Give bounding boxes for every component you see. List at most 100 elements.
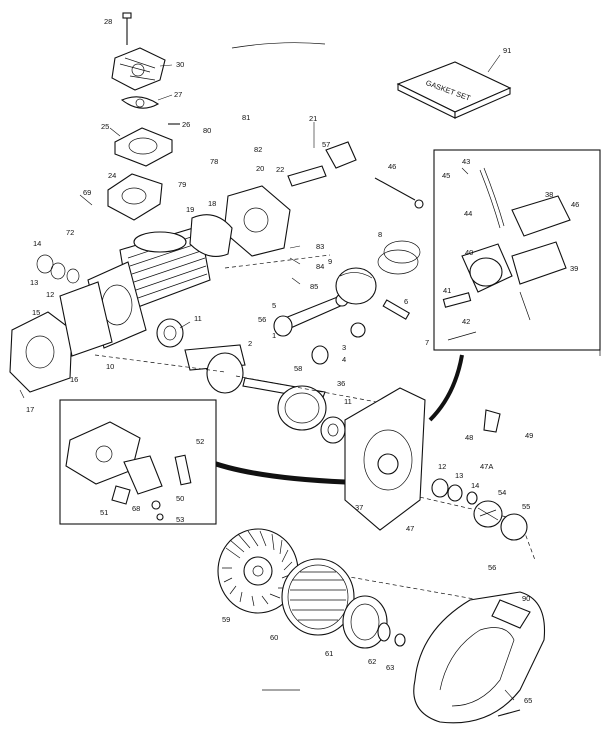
flywheel[interactable] [217, 528, 299, 614]
callout-14b: 14 [471, 481, 479, 490]
callout-17: 17 [26, 405, 34, 414]
ignition-module-inset[interactable] [433, 149, 601, 351]
ignition-lead [204, 457, 346, 485]
callout-10: 10 [106, 362, 114, 371]
cylinder-head-cover[interactable] [189, 185, 291, 257]
callout-40: 40 [465, 248, 473, 257]
callout-56: 56 [258, 315, 266, 324]
callout-53: 53 [176, 515, 184, 524]
callout-58: 58 [294, 364, 302, 373]
callout-13b: 13 [455, 471, 463, 480]
callout-26: 26 [182, 120, 190, 129]
callout-62: 62 [368, 657, 376, 666]
callout-84: 84 [316, 262, 324, 271]
leader-lines [19, 64, 515, 701]
callout-36: 36 [337, 379, 345, 388]
callout-37: 37 [355, 503, 363, 512]
callout-82: 82 [254, 145, 262, 154]
callout-6: 6 [404, 297, 408, 306]
gasket-set-box[interactable]: GASKET SET [396, 61, 512, 119]
callout-1: 1 [272, 331, 276, 340]
callout-50: 50 [176, 494, 184, 503]
callout-39: 39 [570, 264, 578, 273]
callout-48: 48 [465, 433, 473, 442]
callout-44: 44 [464, 209, 472, 218]
callout-72: 72 [66, 228, 74, 237]
callout-11: 11 [194, 314, 202, 323]
callout-46b: 46 [571, 200, 579, 209]
callout-55: 55 [522, 502, 530, 511]
callout-81: 81 [242, 113, 250, 122]
crankcase-half[interactable] [9, 281, 113, 393]
callout-8: 8 [378, 230, 382, 239]
callout-22: 22 [276, 165, 284, 174]
connecting-rod[interactable] [273, 293, 349, 337]
callout-9: 9 [328, 257, 332, 266]
callout-43: 43 [462, 157, 470, 166]
callout-49: 49 [525, 431, 533, 440]
callout-59: 59 [222, 615, 230, 624]
callout-83: 83 [316, 242, 324, 251]
stray-mark [231, 42, 326, 49]
oil-pump-inset[interactable] [59, 399, 217, 525]
callout-21: 21 [309, 114, 317, 123]
callout-56b: 56 [488, 563, 496, 572]
callout-54: 54 [498, 488, 506, 497]
callout-15: 15 [32, 308, 40, 317]
starter-housing[interactable] [413, 591, 546, 724]
callout-80: 80 [203, 126, 211, 135]
callout-12b: 12 [438, 462, 446, 471]
callout-65: 65 [524, 696, 532, 705]
callout-69: 69 [83, 188, 91, 197]
callout-4: 4 [342, 355, 346, 364]
callout-85: 85 [310, 282, 318, 291]
callout-68: 68 [132, 504, 140, 513]
callout-38: 38 [545, 190, 553, 199]
callout-14: 14 [33, 239, 41, 248]
callout-46: 46 [388, 162, 396, 171]
callout-42: 42 [462, 317, 470, 326]
callout-52: 52 [196, 437, 204, 446]
callout-47: 47 [406, 524, 414, 533]
ignition-lead [428, 354, 464, 422]
callout-20: 20 [256, 164, 264, 173]
callout-24: 24 [108, 171, 116, 180]
callout-27: 27 [174, 90, 182, 99]
carburetor-assembly[interactable] [107, 12, 180, 221]
callout-79: 79 [178, 180, 186, 189]
callout-7: 7 [425, 338, 429, 347]
callout-19: 19 [186, 205, 194, 214]
piston[interactable] [335, 240, 421, 338]
callout-63: 63 [386, 663, 394, 672]
callout-78: 78 [210, 157, 218, 166]
callout-2: 2 [248, 339, 252, 348]
callout-90: 90 [522, 594, 530, 603]
callout-61: 61 [325, 649, 333, 658]
crankcase-seals[interactable] [36, 254, 80, 284]
callout-18: 18 [208, 199, 216, 208]
callout-51: 51 [100, 508, 108, 517]
rotating-screen[interactable] [281, 558, 355, 636]
callout-13: 13 [30, 278, 38, 287]
crankcase-housing[interactable] [344, 387, 528, 541]
callout-11b: 11 [344, 397, 352, 406]
callout-41: 41 [443, 286, 451, 295]
spark-plug[interactable] [287, 141, 424, 209]
callout-16: 16 [70, 375, 78, 384]
gasket-set-number: 91 [503, 46, 511, 55]
callout-47A: 47A [480, 462, 493, 471]
callout-45: 45 [442, 171, 450, 180]
callout-3: 3 [342, 343, 346, 352]
callout-30: 30 [176, 60, 184, 69]
main-bearing[interactable] [277, 385, 346, 444]
callout-60: 60 [270, 633, 278, 642]
callout-12: 12 [46, 290, 54, 299]
crankshaft[interactable] [156, 318, 329, 401]
callout-28: 28 [104, 17, 112, 26]
callout-25: 25 [101, 122, 109, 131]
callout-labels: 28 30 27 25 26 81 80 82 79 78 21 57 22 4… [26, 17, 579, 705]
starter-pulley[interactable] [342, 595, 406, 649]
callout-5: 5 [272, 301, 276, 310]
